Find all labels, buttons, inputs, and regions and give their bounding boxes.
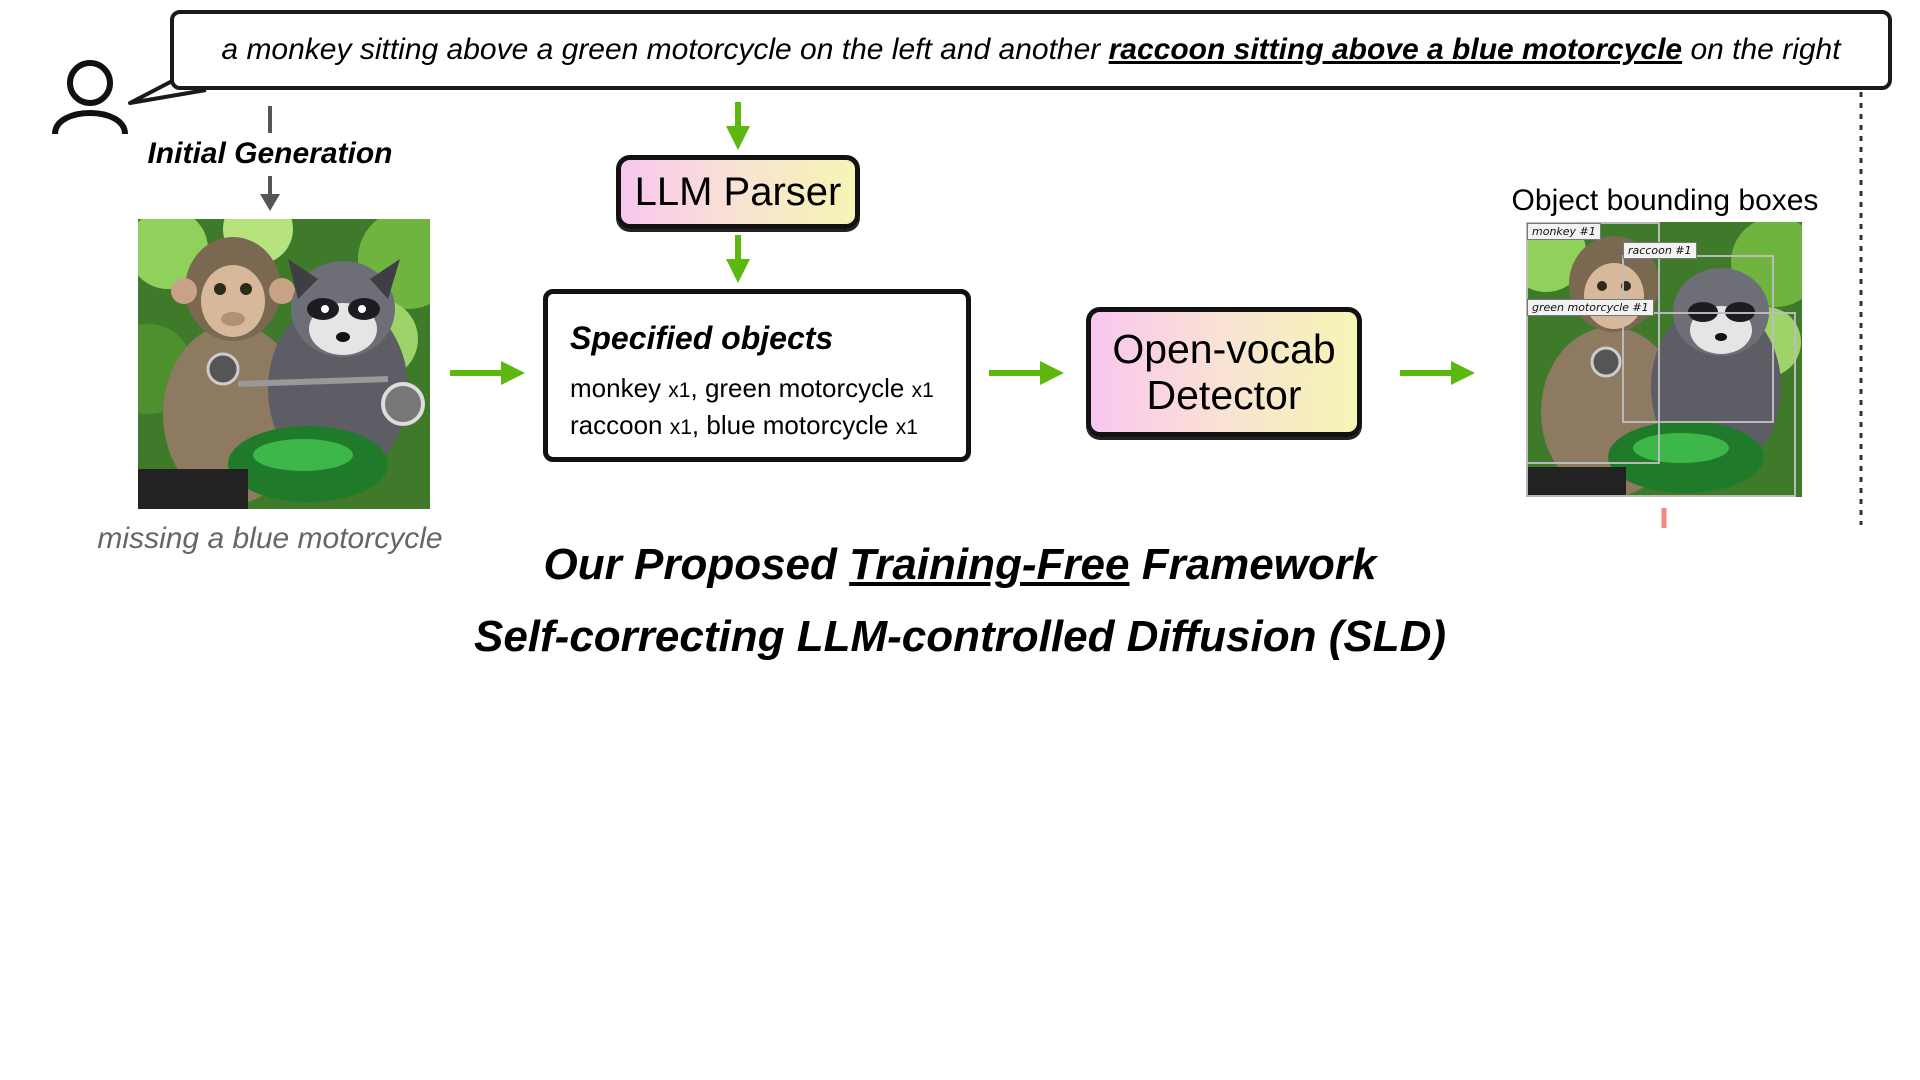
specified-objects-line: monkey x1, green motorcycle x1 bbox=[570, 371, 966, 408]
prompt-text: a monkey sitting above a green motorcycl… bbox=[221, 33, 1840, 67]
initial-generation-label: Initial Generation bbox=[147, 137, 393, 170]
prompt-bubble: a monkey sitting above a green motorcycl… bbox=[170, 10, 1892, 90]
missing-object-caption: missing a blue motorcycle bbox=[97, 522, 443, 555]
object-qty: x1 bbox=[669, 416, 692, 439]
detection-tag-green-motorcycle: green motorcycle #1 bbox=[1527, 299, 1654, 316]
detection-tag-raccoon: raccoon #1 bbox=[1623, 242, 1697, 259]
prompt-text-before: a monkey sitting above a green motorcycl… bbox=[221, 33, 1109, 66]
bounding-box-image: monkey #1 raccoon #1 green motorcycle #1 bbox=[1526, 222, 1802, 497]
user-icon bbox=[52, 60, 128, 135]
detector-label: Open-vocab Detector bbox=[1112, 326, 1335, 418]
detection-box-green-motorcycle bbox=[1526, 312, 1796, 497]
generated-image-illustration bbox=[138, 219, 430, 509]
framework-title: Our Proposed Training-Free Framework bbox=[360, 540, 1560, 590]
specified-objects-title: Specified objects bbox=[570, 320, 834, 356]
initial-generation-image bbox=[138, 219, 430, 509]
specified-objects-box: Specified objects monkey x1, green motor… bbox=[543, 289, 971, 462]
object-qty: x1 bbox=[668, 379, 691, 402]
llm-parser-box: LLM Parser bbox=[616, 155, 860, 229]
framework-title-after: Framework bbox=[1129, 540, 1377, 589]
separator: , bbox=[690, 373, 698, 403]
detected-image-illustration bbox=[1526, 222, 1802, 497]
object-bounding-boxes-label: Object bounding boxes bbox=[1511, 184, 1819, 217]
object-qty: x1 bbox=[895, 416, 918, 439]
object-name: raccoon bbox=[570, 410, 663, 440]
prompt-text-after: on the right bbox=[1682, 33, 1841, 66]
llm-parser-label: LLM Parser bbox=[634, 169, 842, 214]
detection-box-raccoon bbox=[1622, 255, 1774, 423]
specified-objects-line: raccoon x1, blue motorcycle x1 bbox=[570, 408, 966, 445]
framework-title-emphasis: Training-Free bbox=[849, 540, 1130, 589]
open-vocab-detector-box: Open-vocab Detector bbox=[1086, 307, 1362, 437]
detector-label-line1: Open-vocab bbox=[1112, 326, 1336, 372]
connector-arrowhead bbox=[260, 194, 280, 211]
detection-tag-monkey: monkey #1 bbox=[1527, 223, 1601, 240]
detector-label-line2: Detector bbox=[1146, 372, 1302, 418]
object-name: monkey bbox=[570, 373, 662, 403]
prompt-text-emphasis: raccoon sitting above a blue motorcycle bbox=[1108, 33, 1683, 66]
framework-title-before: Our Proposed bbox=[543, 540, 850, 589]
object-name: blue motorcycle bbox=[706, 410, 889, 440]
framework-subtitle: Self-correcting LLM-controlled Diffusion… bbox=[473, 612, 1447, 661]
object-name: green motorcycle bbox=[704, 373, 905, 403]
separator: , bbox=[691, 410, 700, 440]
object-qty: x1 bbox=[911, 379, 934, 402]
